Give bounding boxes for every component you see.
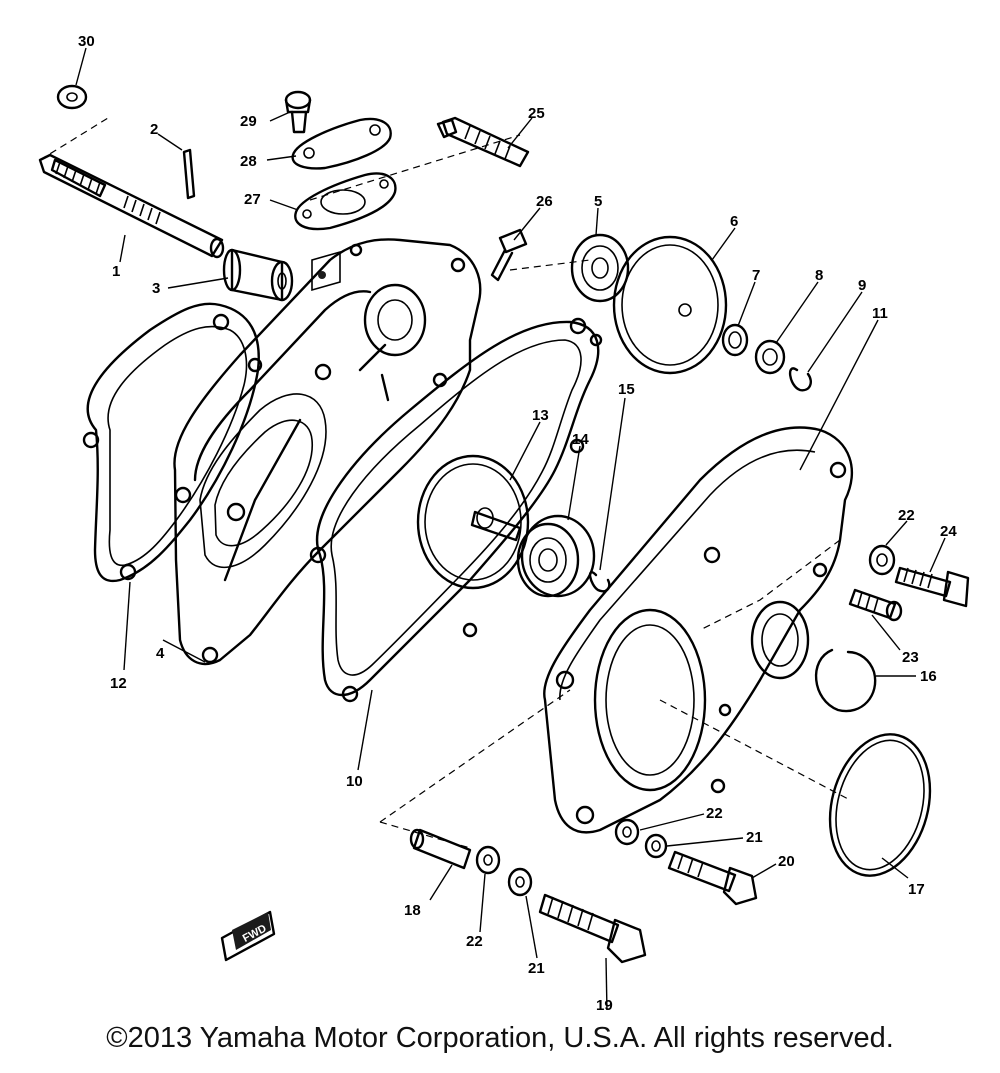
- label-part-15: 15: [618, 381, 635, 398]
- label-part-12: 12: [110, 675, 127, 692]
- washer-8: [754, 339, 786, 375]
- label-part-26: 26: [536, 193, 553, 210]
- label-part-4: 4: [156, 645, 165, 662]
- label-part-22-bottom: 22: [466, 933, 483, 950]
- washer-22-right: [868, 544, 896, 576]
- copyright-notice: ©2013 Yamaha Motor Corporation, U.S.A. A…: [106, 1022, 894, 1054]
- bolt-26: [490, 228, 528, 282]
- label-part-19: 19: [596, 997, 613, 1010]
- label-part-7: 7: [752, 267, 760, 284]
- label-part-22-mid: 22: [706, 805, 723, 822]
- outer-case-11: [543, 426, 854, 834]
- bolt-25: [436, 116, 530, 168]
- bolt-20: [667, 850, 758, 906]
- gear-13: [416, 454, 530, 590]
- label-part-18: 18: [404, 902, 421, 919]
- bolt-24: [894, 566, 970, 608]
- screw-29: [284, 90, 312, 134]
- label-part-9: 9: [858, 277, 866, 294]
- bearing-5: [570, 233, 630, 303]
- label-part-10: 10: [346, 773, 363, 790]
- circlip-15: [588, 571, 611, 593]
- o-ring-17: [828, 733, 932, 877]
- label-part-17: 17: [908, 881, 925, 898]
- label-part-21-mid: 21: [746, 829, 763, 846]
- bearing-14: [516, 514, 596, 598]
- pin-2: [182, 148, 196, 200]
- label-part-25: 25: [528, 105, 545, 122]
- case-cover-4: [173, 238, 482, 666]
- washer-22-bottom: [475, 845, 501, 875]
- label-part-21-bottom: 21: [528, 960, 545, 977]
- dowel-18: [409, 828, 472, 870]
- label-part-8: 8: [815, 267, 823, 284]
- leader-lines: [75, 47, 946, 1010]
- washer-21-mid: [644, 833, 668, 859]
- label-part-30: 30: [78, 33, 95, 50]
- assembly-dashed-lines: [39, 117, 851, 849]
- label-part-11: 11: [872, 305, 888, 322]
- label-part-16: 16: [920, 668, 937, 685]
- label-part-20: 20: [778, 853, 795, 870]
- bolt-19: [538, 893, 647, 964]
- washer-30: [56, 84, 88, 110]
- gasket-12: [82, 302, 263, 583]
- label-part-28: 28: [240, 153, 257, 170]
- label-part-23: 23: [902, 649, 919, 666]
- label-part-22-right: 22: [898, 507, 915, 524]
- collar-3: [222, 248, 294, 302]
- label-part-24: 24: [940, 523, 957, 540]
- label-part-3: 3: [152, 280, 160, 297]
- label-part-5: 5: [594, 193, 602, 210]
- worm-shaft-1: [38, 153, 225, 259]
- label-part-29: 29: [240, 113, 257, 130]
- part-labels: 30 2 1 3 12 4 5 6 7 8 9 10 11 13 14 15 1…: [78, 33, 957, 1010]
- label-part-13: 13: [532, 407, 549, 424]
- label-part-2: 2: [150, 121, 158, 138]
- label-part-6: 6: [730, 213, 738, 230]
- washer-7: [721, 323, 749, 357]
- bolt-23: [848, 588, 903, 622]
- gasket-10: [309, 317, 603, 703]
- gear-6: [612, 235, 728, 375]
- fwd-mark: FWD: [220, 910, 276, 962]
- label-part-1: 1: [112, 263, 120, 280]
- washer-22-mid: [614, 818, 640, 846]
- circlip-16: [815, 648, 877, 713]
- label-part-27: 27: [244, 191, 261, 208]
- exploded-parts-diagram: FWD 30: [38, 33, 970, 1010]
- cover-plate-28: [291, 117, 392, 170]
- circlip-9: [789, 367, 812, 392]
- washer-21-bottom: [507, 867, 533, 897]
- gasket-27: [294, 172, 397, 231]
- label-part-14: 14: [572, 431, 589, 448]
